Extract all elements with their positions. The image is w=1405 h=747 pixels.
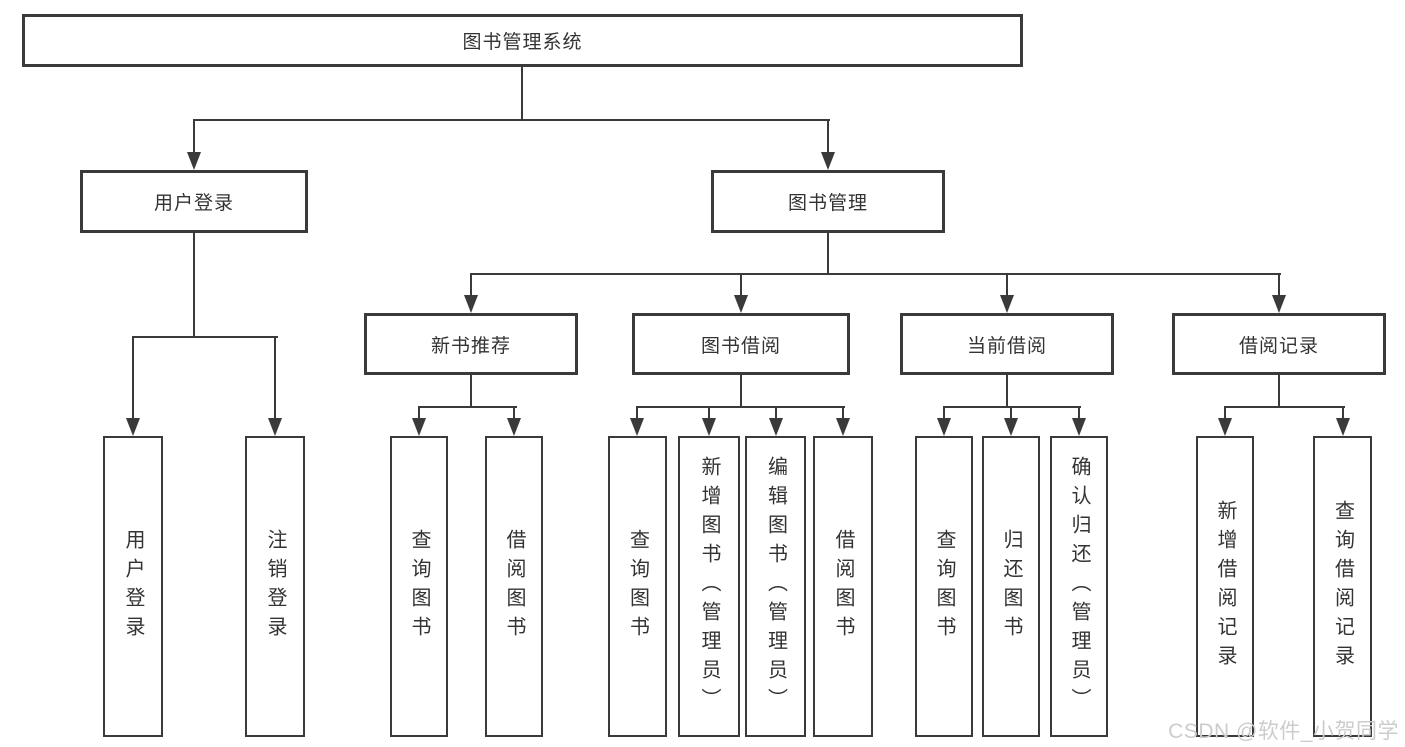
- node-current-borrowing: 当前借阅: [900, 313, 1114, 375]
- connector-line: [740, 273, 742, 297]
- connector-line: [636, 406, 845, 408]
- connector-line: [1278, 273, 1280, 297]
- arrowhead-down-icon: [630, 418, 644, 436]
- leaf-borrow-books: 借阅图书: [813, 436, 873, 737]
- arrowhead-down-icon: [464, 295, 478, 313]
- connector-line: [1010, 406, 1012, 420]
- leaf-edit-books-admin: 编辑图书（管理员）: [745, 436, 806, 737]
- leaf-user-login: 用户登录: [103, 436, 163, 737]
- node-book-management: 图书管理: [711, 170, 945, 233]
- arrowhead-down-icon: [1336, 418, 1350, 436]
- connector-line: [418, 406, 420, 420]
- connector-line: [740, 375, 742, 408]
- leaf-query-borrow-record: 查询借阅记录: [1313, 436, 1372, 737]
- arrowhead-down-icon: [702, 418, 716, 436]
- node-new-book-recommend: 新书推荐: [364, 313, 578, 375]
- connector-line: [827, 233, 829, 275]
- connector-line: [1006, 273, 1008, 297]
- connector-line: [193, 231, 195, 336]
- connector-line: [193, 119, 195, 154]
- leaf-borrow-books: 借阅图书: [485, 436, 543, 737]
- node-book-borrowing: 图书借阅: [632, 313, 850, 375]
- connector-line: [1078, 406, 1080, 420]
- arrowhead-down-icon: [734, 295, 748, 313]
- arrowhead-down-icon: [1072, 418, 1086, 436]
- arrowhead-down-icon: [1272, 295, 1286, 313]
- connector-line: [470, 375, 472, 408]
- watermark: CSDN @软件_小贺同学: [1168, 720, 1399, 743]
- connector-line: [943, 406, 1081, 408]
- connector-line: [1278, 375, 1280, 408]
- leaf-query-books: 查询图书: [390, 436, 448, 737]
- connector-line: [1224, 406, 1345, 408]
- connector-line: [636, 406, 638, 420]
- connector-line: [132, 336, 134, 420]
- arrowhead-down-icon: [268, 418, 282, 436]
- arrowhead-down-icon: [836, 418, 850, 436]
- arrowhead-down-icon: [937, 418, 951, 436]
- arrowhead-down-icon: [821, 152, 835, 170]
- node-borrowing-records: 借阅记录: [1172, 313, 1386, 375]
- connector-line: [827, 119, 829, 154]
- connector-line: [1006, 375, 1008, 408]
- leaf-logout: 注销登录: [245, 436, 305, 737]
- leaf-add-borrow-record: 新增借阅记录: [1196, 436, 1254, 737]
- arrowhead-down-icon: [1218, 418, 1232, 436]
- arrowhead-down-icon: [412, 418, 426, 436]
- node-user-login: 用户登录: [80, 170, 308, 233]
- leaf-query-books: 查询图书: [608, 436, 667, 737]
- arrowhead-down-icon: [507, 418, 521, 436]
- connector-line: [470, 273, 1281, 275]
- leaf-return-books: 归还图书: [982, 436, 1040, 737]
- arrowhead-down-icon: [187, 152, 201, 170]
- leaf-confirm-return-admin: 确认归还（管理员）: [1050, 436, 1108, 737]
- connector-line: [943, 406, 945, 420]
- leaf-query-books: 查询图书: [915, 436, 973, 737]
- node-library-management-system: 图书管理系统: [22, 14, 1023, 67]
- connector-line: [1224, 406, 1226, 420]
- arrowhead-down-icon: [769, 418, 783, 436]
- arrowhead-down-icon: [1004, 418, 1018, 436]
- connector-line: [708, 406, 710, 420]
- connector-line: [274, 336, 276, 420]
- connector-line: [842, 406, 844, 420]
- connector-line: [418, 406, 517, 408]
- connector-line: [132, 336, 278, 338]
- connector-line: [193, 119, 830, 121]
- connector-line: [521, 67, 523, 119]
- arrowhead-down-icon: [1000, 295, 1014, 313]
- connector-line: [513, 406, 515, 420]
- arrowhead-down-icon: [126, 418, 140, 436]
- connector-line: [470, 273, 472, 297]
- connector-line: [1342, 406, 1344, 420]
- leaf-add-books-admin: 新增图书（管理员）: [678, 436, 740, 737]
- connector-line: [775, 406, 777, 420]
